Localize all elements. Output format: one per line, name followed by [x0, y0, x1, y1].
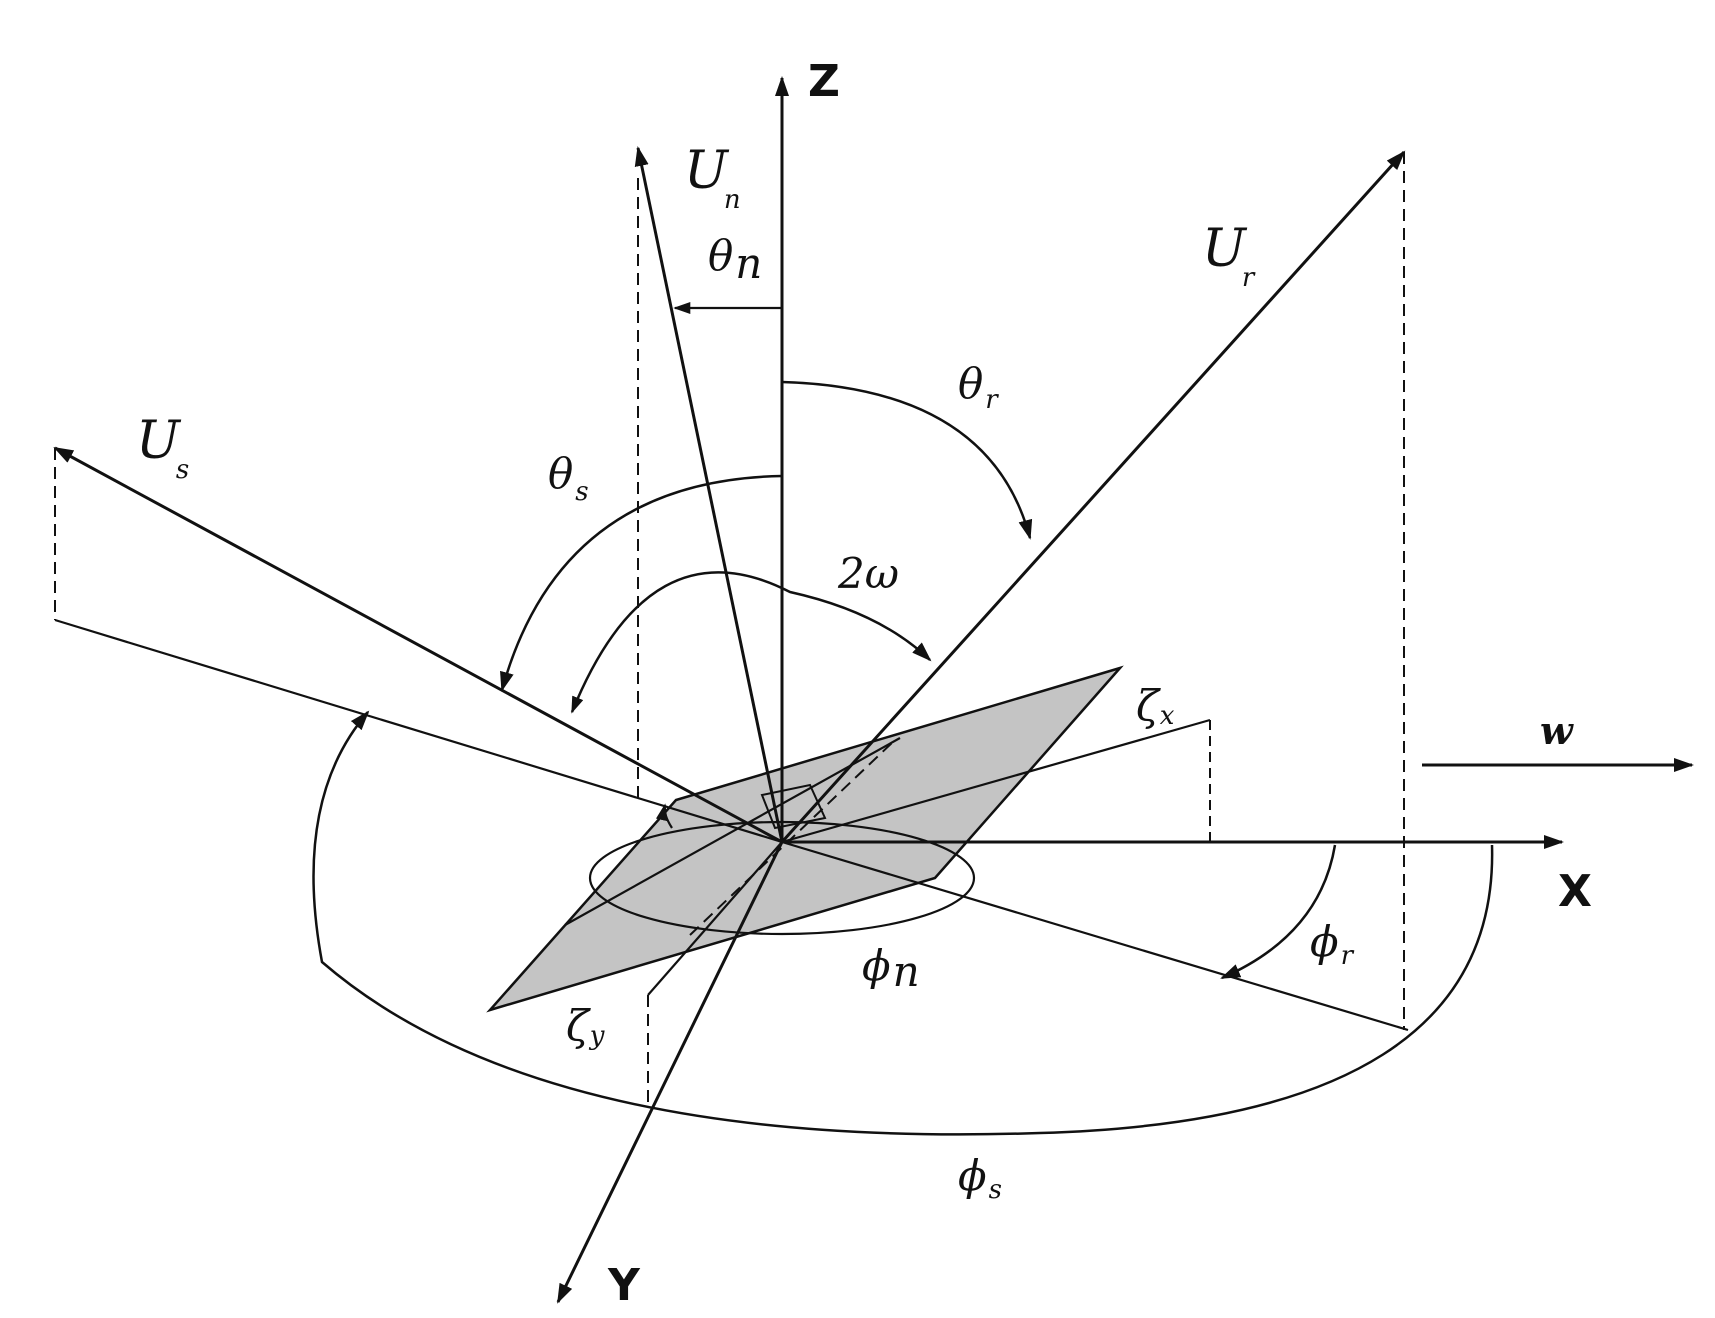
two-omega-arc — [570, 571, 932, 714]
facet-diagonal — [564, 737, 901, 926]
un-label: Un — [684, 141, 741, 215]
us-label: Us — [136, 411, 189, 485]
phi-s-label: ϕs — [958, 1151, 1002, 1205]
phi-r-label: ϕr — [1310, 917, 1355, 971]
ur-projection — [781, 840, 1409, 1032]
y-axis — [556, 841, 784, 1304]
theta-r-arc — [781, 380, 1033, 540]
theta-r-label: θr — [958, 359, 999, 415]
theta-s-label: θs — [548, 449, 589, 507]
facet-normal-box — [760, 783, 827, 830]
theta-n-label: θn — [708, 231, 762, 288]
phi-n-circle — [588, 820, 976, 936]
un-vector — [634, 146, 784, 843]
zeta-y-line — [647, 841, 783, 996]
us-vector — [53, 446, 783, 844]
y-axis-label: Y — [607, 1260, 641, 1311]
ur-label: Ur — [1202, 219, 1256, 293]
phi-r-arc — [1220, 844, 1337, 980]
us-projection — [54, 618, 783, 844]
zeta-x-label: ζx — [1136, 681, 1175, 731]
phi-n-label: ϕn — [862, 941, 920, 996]
wind-label: w — [1540, 708, 1574, 753]
phi-s-arc — [312, 710, 1494, 1136]
two-omega-label: 2ω — [837, 549, 899, 598]
zeta-y-label: ζy — [566, 1001, 605, 1051]
theta-s-arc — [500, 474, 783, 692]
zeta-x-line — [781, 718, 1211, 844]
facet-dashed-diagonal — [689, 739, 896, 936]
x-axis-label: X — [1558, 866, 1592, 917]
ur-vector — [780, 150, 1406, 844]
phi-n-arrow — [655, 803, 673, 829]
z-axis-label: Z — [808, 56, 840, 107]
facet-plane — [486, 665, 1124, 1013]
